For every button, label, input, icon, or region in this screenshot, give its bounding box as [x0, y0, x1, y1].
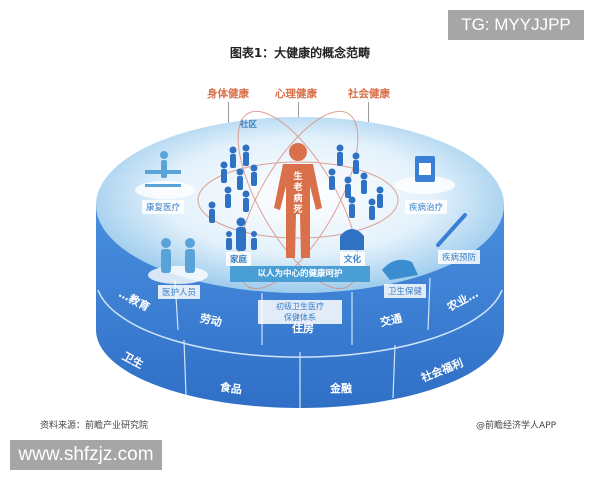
- dimension-social: 社会健康: [348, 88, 390, 100]
- ring-sector-food: 食品: [219, 380, 243, 397]
- label-disease-prevention: 疾病预防: [438, 250, 481, 264]
- center-person: [274, 143, 322, 258]
- label-community: 社区: [240, 120, 258, 130]
- dimension-line: [298, 102, 299, 132]
- label-medical-staff: 医护人员: [158, 285, 201, 299]
- center-figure-text: 生老病死: [293, 172, 303, 215]
- credit-text: @前瞻经济学人APP: [476, 421, 557, 431]
- source-text: 资料来源：前瞻产业研究院: [40, 421, 149, 431]
- watermark-top: TG: MYYJJPP: [448, 10, 584, 40]
- primary-care-line2: 保健体系: [284, 313, 316, 322]
- label-hygiene: 卫生保健: [384, 284, 427, 298]
- label-family: 家庭: [226, 252, 252, 266]
- label-culture: 文化: [340, 252, 366, 266]
- figure-title: 图表1：大健康的概念范畴: [229, 46, 371, 60]
- watermark-bottom: www.shfzjz.com: [10, 440, 162, 470]
- dimension-line: [228, 102, 229, 138]
- label-disease-treatment: 疾病治疗: [405, 200, 448, 214]
- ring-sector-housing: 住房: [292, 322, 314, 335]
- center-banner: 以人为中心的健康呵护: [230, 266, 370, 282]
- dimension-physical: 身体健康: [207, 88, 249, 100]
- primary-care-line1: 初级卫生医疗: [276, 302, 324, 311]
- dimension-mental: 心理健康: [275, 88, 317, 100]
- primary-care-system: 初级卫生医疗 保健体系: [258, 300, 342, 324]
- ring-sector-finance: 金融: [330, 382, 352, 395]
- dimension-line: [368, 102, 369, 138]
- label-rehab: 康复医疗: [142, 200, 185, 214]
